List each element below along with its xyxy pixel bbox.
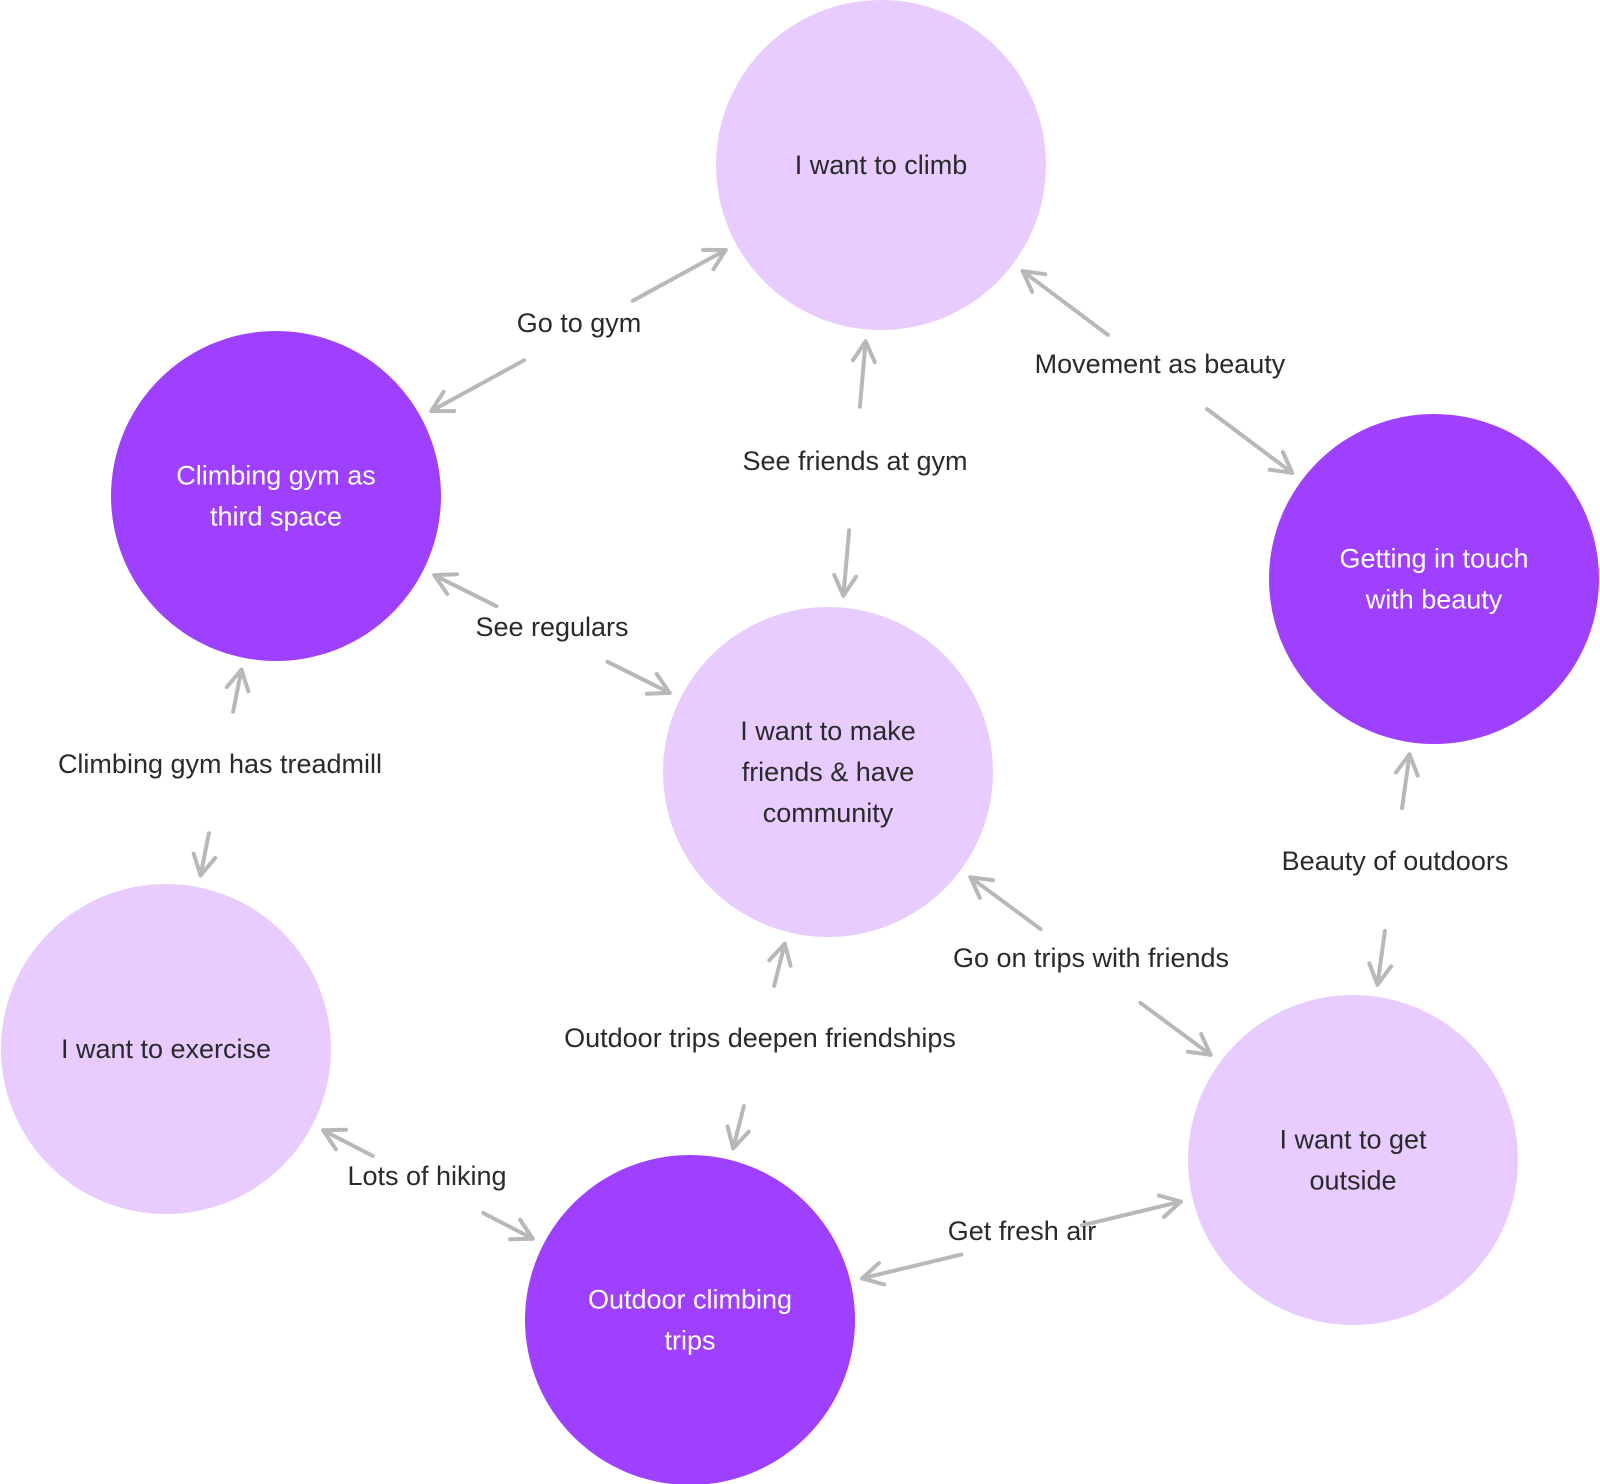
node-exercise: I want to exercise <box>1 884 331 1214</box>
node-label-line: with beauty <box>1365 585 1503 615</box>
node-trips-label: Outdoor climbing trips <box>588 1285 792 1356</box>
node-trips: Outdoor climbing trips <box>525 1155 855 1484</box>
arrow-line <box>432 573 499 609</box>
arrow-line <box>1400 752 1412 811</box>
edge-label: Climbing gym has treadmill <box>58 749 382 779</box>
arrow-line <box>630 247 728 303</box>
arrowhead-to-climb <box>700 247 728 272</box>
arrowhead-to-climb <box>1020 269 1048 294</box>
arrowhead-to-trips <box>507 1217 535 1242</box>
node-gym-label: Climbing gym as third space <box>176 461 376 532</box>
arrow-line <box>321 1128 375 1159</box>
arrow-line <box>429 358 527 414</box>
node-label-line: I want to climb <box>795 150 968 180</box>
node-beauty-circle <box>1269 414 1599 744</box>
arrowhead-to-friends <box>968 875 995 900</box>
node-label-line: Getting in touch <box>1339 544 1528 574</box>
edge-label: Lots of hiking <box>347 1161 506 1191</box>
arrowhead-to-exercise <box>321 1127 349 1152</box>
node-label-line: outside <box>1309 1166 1396 1196</box>
node-beauty: Getting in touch with beauty <box>1269 414 1599 744</box>
edge-label: Get fresh air <box>948 1216 1097 1246</box>
arrowhead-to-beauty <box>1393 752 1420 778</box>
arrowhead-to-beauty <box>1267 450 1295 475</box>
edge-label: Movement as beauty <box>1035 349 1286 379</box>
arrow-line <box>605 659 672 695</box>
node-label-line: community <box>763 798 894 828</box>
node-outside-circle <box>1188 995 1518 1325</box>
arrowhead-to-trips <box>860 1261 887 1287</box>
edge-label: Outdoor trips deepen friendships <box>564 1023 956 1053</box>
edge-label: Beauty of outdoors <box>1282 846 1509 876</box>
arrow-line <box>231 667 244 714</box>
node-label-line: I want to get <box>1279 1125 1427 1155</box>
arrow-line <box>1375 928 1387 987</box>
node-outside-label: I want to get outside <box>1279 1125 1427 1196</box>
arrow-line <box>1079 1199 1183 1228</box>
node-gym: Climbing gym as third space <box>111 331 441 661</box>
arrowhead-to-gym <box>429 389 457 414</box>
node-outside: I want to get outside <box>1188 995 1518 1325</box>
node-label-line: I want to make <box>740 716 916 746</box>
arrowhead-to-outside <box>1156 1193 1183 1219</box>
node-beauty-label: Getting in touch with beauty <box>1339 544 1528 615</box>
arrowhead-to-outside <box>1367 961 1394 987</box>
arrowhead-to-outside <box>1186 1032 1213 1057</box>
arrow-line <box>772 941 787 988</box>
node-exercise-circle <box>1 884 331 1214</box>
node-climb-circle <box>716 0 1046 330</box>
arrowhead-to-friends <box>832 572 859 598</box>
node-label-line: trips <box>664 1326 715 1356</box>
edge-label: See friends at gym <box>742 446 967 476</box>
edge-label: Go to gym <box>517 308 642 338</box>
arrow-line <box>860 1252 964 1281</box>
node-label-line: Climbing gym as <box>176 461 376 491</box>
edge-label: Go on trips with friends <box>953 943 1229 973</box>
arrow-line <box>1020 269 1110 337</box>
arrow-line <box>857 339 868 409</box>
arrowhead-to-friends <box>767 941 793 968</box>
arrowhead-to-trips <box>725 1124 751 1151</box>
arrow-line <box>731 1104 746 1151</box>
arrowhead-to-climb <box>850 339 877 365</box>
node-friends: I want to make friends & have community <box>663 607 993 937</box>
arrowhead-to-exercise <box>191 851 218 878</box>
node-climb: I want to climb <box>716 0 1046 330</box>
arrow-line <box>968 875 1043 932</box>
arrowhead-to-gym <box>432 572 460 596</box>
arrow-line <box>481 1210 535 1241</box>
node-label-line: third space <box>210 502 342 532</box>
arrows-layer <box>191 247 1420 1287</box>
arrow-line <box>1205 407 1295 475</box>
node-gym-circle <box>111 331 441 661</box>
arrowhead-to-friends <box>644 672 672 696</box>
arrow-line <box>1138 1000 1213 1057</box>
arrowhead-to-gym <box>224 667 251 694</box>
node-trips-circle <box>525 1155 855 1484</box>
node-climb-label: I want to climb <box>795 150 968 180</box>
node-friends-circle <box>663 607 993 937</box>
node-exercise-label: I want to exercise <box>61 1034 271 1064</box>
node-friends-label: I want to make friends & have community <box>740 716 916 828</box>
arrow-line <box>841 528 852 598</box>
node-label-line: I want to exercise <box>61 1034 271 1064</box>
edge-label: See regulars <box>475 612 628 642</box>
arrow-line <box>198 831 211 878</box>
node-label-line: friends & have <box>742 757 915 787</box>
node-label-line: Outdoor climbing <box>588 1285 792 1315</box>
